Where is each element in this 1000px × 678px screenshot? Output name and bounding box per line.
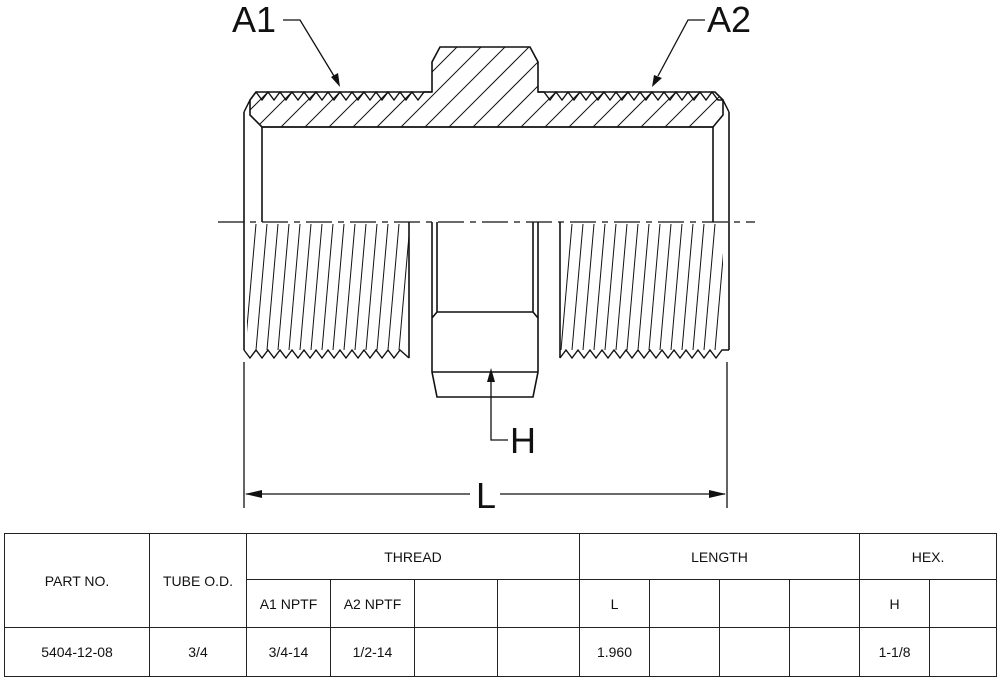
lower-left-thread-teeth: [243, 348, 410, 360]
cell-a1: 3/4-14: [246, 627, 331, 677]
l-callout: L: [476, 475, 496, 516]
subheader-l: L: [579, 579, 650, 628]
h-arrow-head: [487, 368, 495, 382]
empty-cell: [414, 627, 498, 677]
cell-tube-od: 3/4: [149, 627, 247, 677]
a2-callout: A2: [707, 0, 751, 40]
subheader-a2-nptf: A2 NPTF: [330, 579, 415, 628]
cell-hex: 1-1/8: [859, 627, 931, 677]
header-thread: THREAD: [246, 533, 580, 580]
lower-right-thread-teeth: [559, 348, 729, 360]
empty-cell: [929, 579, 998, 628]
lower-right-thread-lines: [560, 224, 723, 350]
empty-cell: [719, 579, 790, 628]
upper-thread-teeth-left: [249, 90, 432, 102]
subheader-a1-nptf: A1 NPTF: [246, 579, 331, 628]
hex-body: [431, 222, 539, 398]
header-length: LENGTH: [578, 533, 861, 580]
subheader-h: H: [859, 579, 931, 628]
header-part-no: PART NO.: [4, 533, 150, 628]
lower-left-thread-lines: [247, 224, 409, 350]
a1-arrow-head: [331, 73, 340, 87]
empty-cell: [788, 579, 861, 628]
a1-callout: A1: [232, 0, 276, 40]
empty-cell: [649, 579, 720, 628]
a1-leader: [283, 19, 335, 77]
h-callout: H: [510, 420, 536, 461]
empty-cell: [788, 627, 861, 677]
header-hex: HEX.: [859, 533, 998, 580]
upper-section-outline: [249, 46, 724, 128]
empty-cell: [497, 579, 580, 628]
fitting-drawing: H A1 A2 L: [218, 0, 755, 516]
a2-leader: [657, 19, 705, 77]
h-leader: [490, 380, 508, 441]
l-arrow-right: [709, 490, 726, 498]
empty-cell: [649, 627, 720, 677]
empty-cell: [719, 627, 790, 677]
header-tube-od: TUBE O.D.: [149, 533, 247, 628]
cell-length: 1.960: [579, 627, 650, 677]
empty-cell: [414, 579, 498, 628]
l-arrow-left: [245, 490, 262, 498]
empty-cell: [929, 627, 998, 677]
cell-a2: 1/2-14: [330, 627, 415, 677]
spec-table: PART NO. TUBE O.D. THREAD LENGTH HEX. A1…: [4, 533, 998, 677]
cell-part-no: 5404-12-08: [4, 627, 150, 677]
table-row: 5404-12-08 3/4 3/4-14 1/2-14 1.960 1-1/8: [4, 627, 998, 677]
a2-arrow-head: [652, 75, 662, 87]
upper-thread-teeth-right: [538, 90, 723, 102]
empty-cell: [497, 627, 580, 677]
